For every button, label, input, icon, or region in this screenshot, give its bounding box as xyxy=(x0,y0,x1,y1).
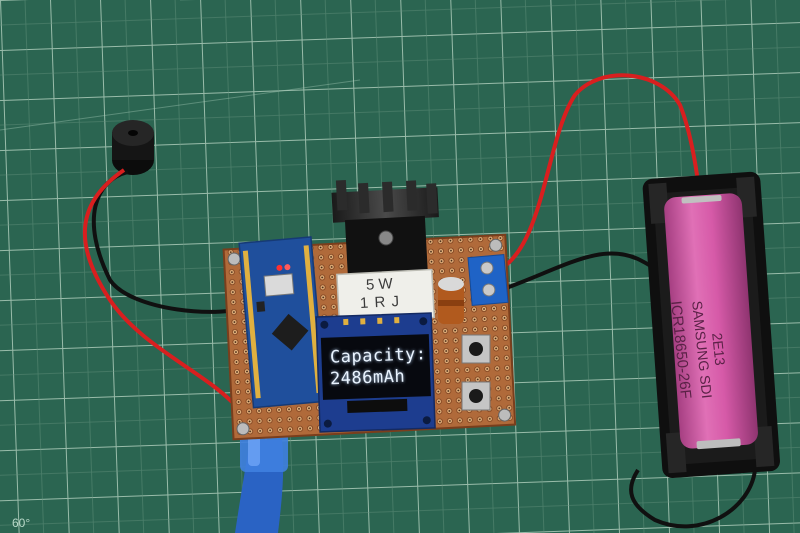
buzzer-wire-red xyxy=(82,168,234,404)
resistor-line-1: 5 W xyxy=(365,275,394,294)
oled-module xyxy=(315,312,436,433)
push-button-2 xyxy=(461,381,491,411)
oled-line-2: 2486mAh xyxy=(329,366,406,390)
resistor-line-2: 1 R J xyxy=(359,292,401,313)
arduino-nano xyxy=(238,236,327,409)
mat-angle-label: 60° xyxy=(12,516,31,530)
screw-terminal xyxy=(467,253,509,307)
oled-line-1: Capacity: xyxy=(329,344,427,368)
battery-label-3: 2E13 xyxy=(709,332,729,367)
battery-cell xyxy=(664,193,758,449)
buzzer xyxy=(112,120,154,175)
capacitor xyxy=(438,277,464,324)
oled-screen xyxy=(320,334,431,400)
heatsink xyxy=(331,179,439,281)
push-button-1 xyxy=(461,334,491,364)
battery-holder xyxy=(642,171,780,478)
battery-wire-red xyxy=(494,73,700,274)
